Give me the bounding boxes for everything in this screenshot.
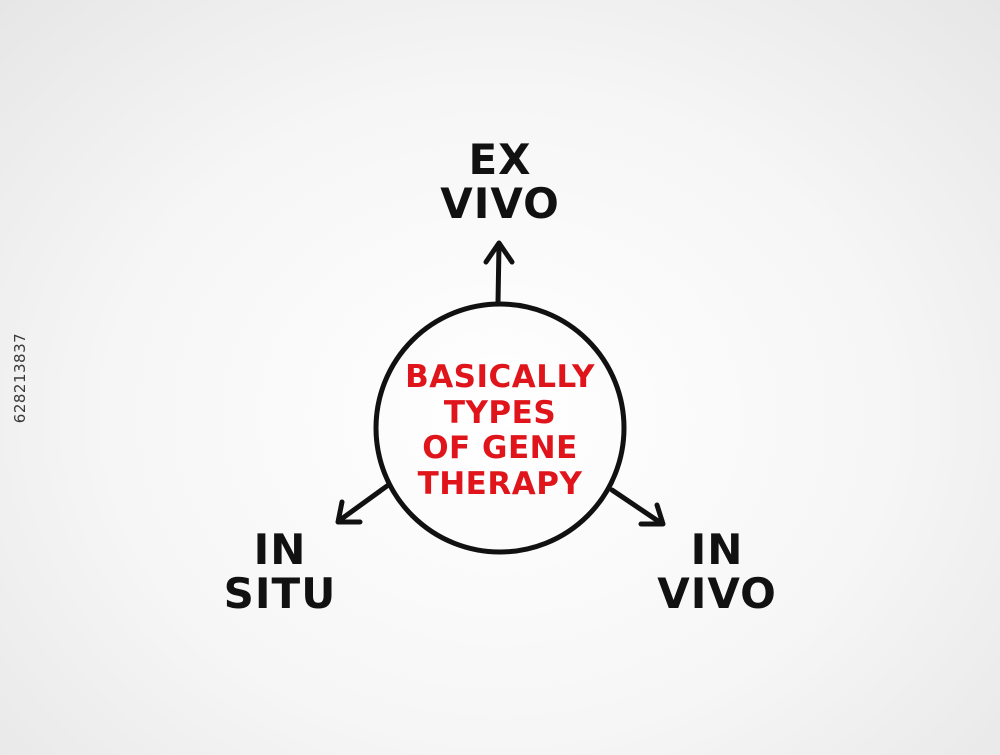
node-in-vivo-line-2: VIVO	[657, 569, 777, 619]
stock-image-id-text: 628213837	[11, 332, 29, 423]
center-title-line-1: BASICALLY	[405, 359, 595, 395]
node-in-situ-line-1: IN	[253, 525, 307, 574]
center-title: BASICALLY TYPES OF GENE THERAPY	[380, 359, 620, 503]
node-in-vivo-line-1: IN	[690, 525, 744, 574]
arrow-to-in-vivo	[609, 487, 666, 527]
node-ex-vivo-line-2: VIVO	[440, 179, 560, 229]
node-in-situ-line-2: SITU	[223, 569, 337, 619]
center-title-line-4: THERAPY	[417, 465, 583, 502]
node-ex-vivo: EX VIVO	[420, 135, 580, 229]
node-in-situ: IN SITU	[200, 525, 360, 619]
stock-image-id: 628213837	[4, 0, 36, 755]
center-title-line-2: TYPES	[443, 394, 557, 431]
arrow-to-ex-vivo	[483, 240, 515, 306]
arrow-to-in-situ	[335, 483, 390, 525]
center-title-line-3: OF GENE	[422, 430, 578, 467]
node-ex-vivo-line-1: EX	[468, 135, 532, 184]
node-in-vivo: IN VIVO	[632, 525, 802, 619]
